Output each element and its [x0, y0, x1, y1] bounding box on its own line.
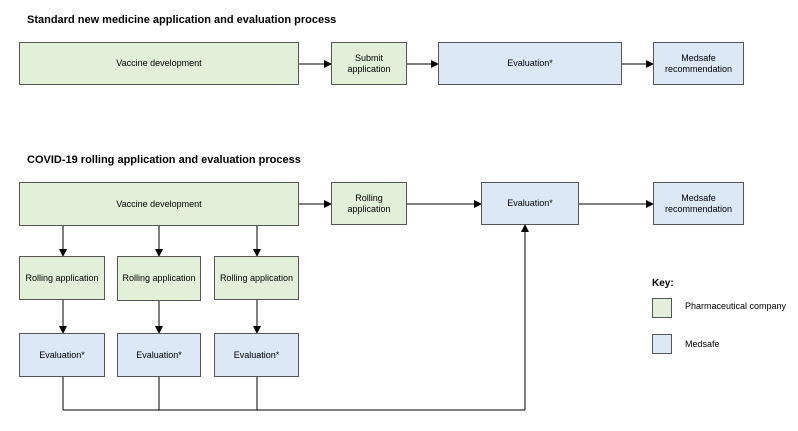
- branch-3-rolling-application-box: Rolling application: [214, 256, 299, 300]
- std-evaluation-box: Evaluation*: [438, 42, 622, 85]
- std-medsafe-recommendation-box: Medsafe recommendation: [653, 42, 744, 85]
- key-company-swatch: [652, 298, 672, 318]
- key-company-label: Pharmaceutical company: [685, 301, 787, 311]
- key-medsafe-label: Medsafe: [685, 339, 720, 349]
- covid-rolling-application-box: Rolling application: [331, 182, 407, 225]
- covid-evaluation-box: Evaluation*: [481, 182, 579, 225]
- covid-vaccine-development-box: Vaccine development: [19, 182, 299, 226]
- branch-2-evaluation-box: Evaluation*: [117, 333, 201, 377]
- std-vaccine-development-box: Vaccine development: [19, 42, 299, 85]
- covid-process-title: COVID-19 rolling application and evaluat…: [27, 154, 301, 166]
- branch-3-evaluation-box: Evaluation*: [214, 333, 299, 377]
- covid-medsafe-recommendation-box: Medsafe recommendation: [653, 182, 744, 225]
- standard-process-title: Standard new medicine application and ev…: [27, 14, 337, 26]
- key-title: Key:: [652, 278, 674, 289]
- branch-1-evaluation-box: Evaluation*: [19, 333, 105, 377]
- branch-2-rolling-application-box: Rolling application: [117, 256, 201, 301]
- std-submit-application-box: Submit application: [331, 42, 407, 85]
- branch-1-rolling-application-box: Rolling application: [19, 256, 105, 300]
- key-medsafe-swatch: [652, 334, 672, 354]
